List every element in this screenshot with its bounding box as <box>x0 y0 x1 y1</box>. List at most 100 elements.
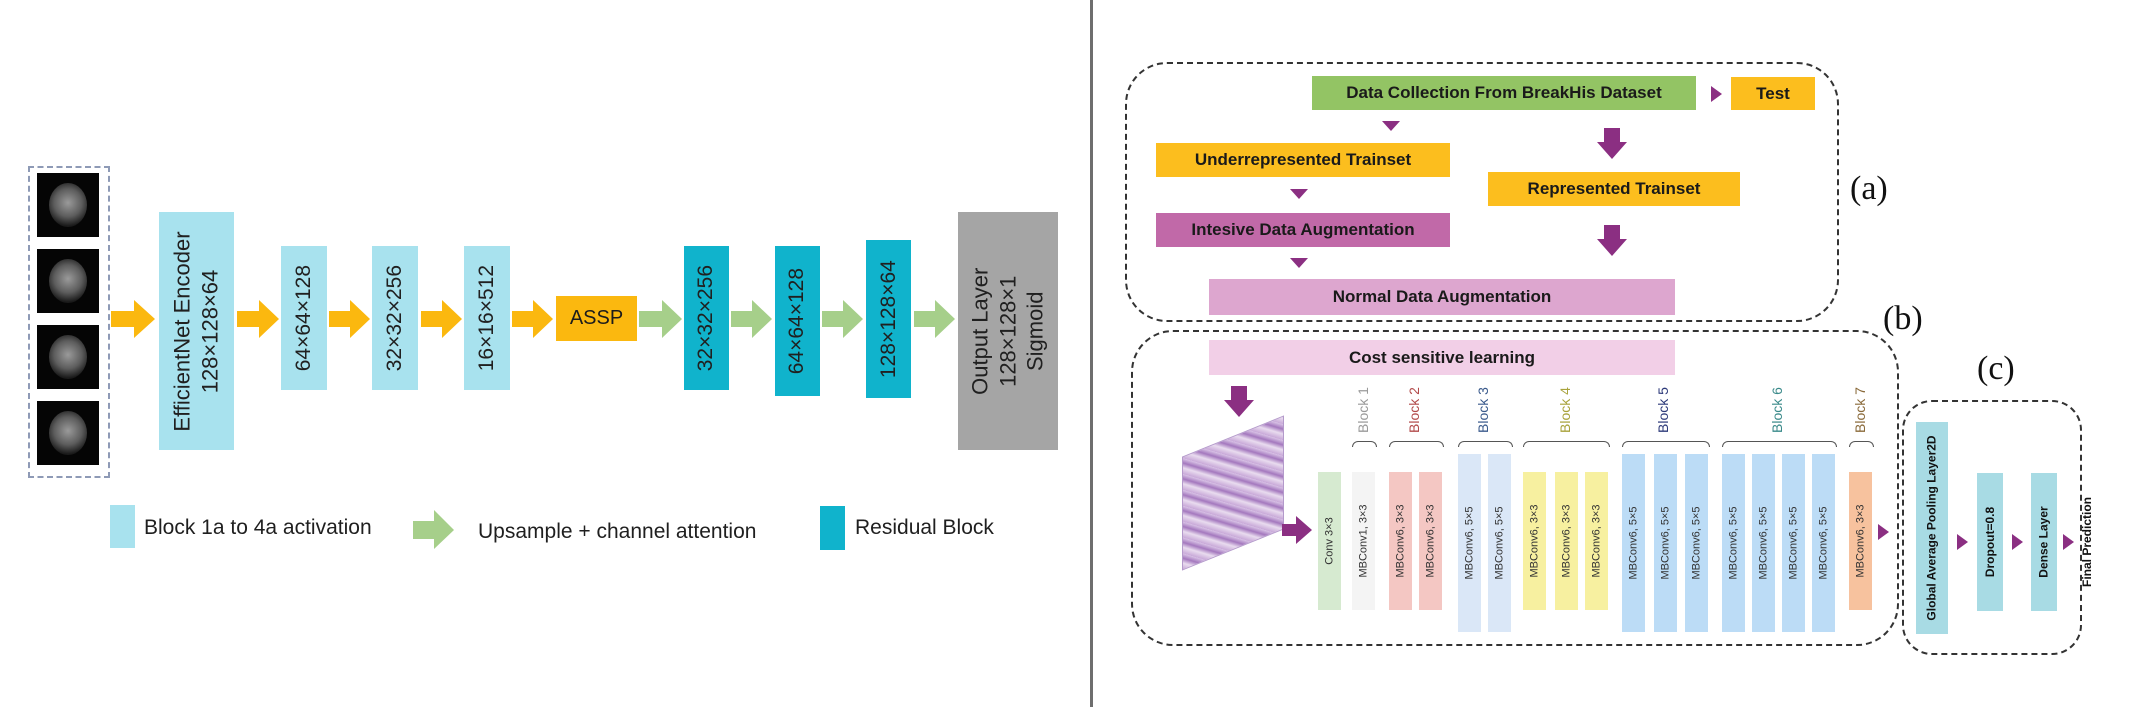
normal-augmentation-box: Normal Data Augmentation <box>1209 279 1675 315</box>
layer-mbconv: MBConv6, 3×3 <box>1523 472 1546 610</box>
block-5-label: Block 5 <box>1655 387 1671 433</box>
block-4-label: Block 4 <box>1557 387 1573 433</box>
block-brace <box>1722 441 1837 447</box>
encoder-label: EfficientNet Encoder 128×128×64 <box>170 230 223 432</box>
layer-label: MBConv6, 3×3 <box>1560 504 1573 578</box>
layer-mbconv: MBConv6, 5×5 <box>1685 454 1708 632</box>
block-3-label: Block 3 <box>1475 387 1491 433</box>
dec-block-3-label: 128×128×64 <box>876 260 900 378</box>
layer-mbconv: MBConv6, 3×3 <box>1389 472 1412 610</box>
layer-label: MBConv6, 5×5 <box>1757 506 1770 580</box>
block-brace <box>1849 441 1874 447</box>
final-prediction-label: Final Prediction <box>2080 496 2095 588</box>
layer-label: MBConv6, 5×5 <box>1493 506 1506 580</box>
assp-block: ASSP <box>556 296 637 341</box>
arrow-down-icon <box>1290 189 1308 199</box>
test-box: Test <box>1731 77 1815 110</box>
enc-block-2-label: 32×32×256 <box>382 264 406 372</box>
mri-slice-4 <box>37 401 99 465</box>
mri-slice-2 <box>37 249 99 313</box>
arrow-right-icon <box>421 300 462 338</box>
layer-mbconv: MBConv6, 5×5 <box>1488 454 1511 632</box>
layer-label: MBConv6, 5×5 <box>1727 506 1740 580</box>
layer-label: MBConv6, 5×5 <box>1659 506 1672 580</box>
represented-label: Represented Trainset <box>1527 179 1701 198</box>
encoder-block: EfficientNet Encoder 128×128×64 <box>159 212 234 450</box>
arrow-right-icon <box>111 300 155 338</box>
arrow-right-icon <box>731 300 772 338</box>
intensive-augmentation-label: Intesive Data Augmentation <box>1191 220 1415 239</box>
block-2-label: Block 2 <box>1406 387 1422 433</box>
dec-block-1: 32×32×256 <box>684 246 729 390</box>
legend-arrow-icon <box>413 510 454 549</box>
layer-label: MBConv6, 3×3 <box>1528 504 1541 578</box>
layer-mbconv: MBConv6, 5×5 <box>1654 454 1677 632</box>
legend-label-residual: Residual Block <box>855 516 994 539</box>
arrow-right-icon <box>1878 524 1889 540</box>
layer-label: MBConv6, 5×5 <box>1627 506 1640 580</box>
block-7-label: Block 7 <box>1852 387 1868 433</box>
layer-label: MBConv1, 3×3 <box>1357 504 1370 578</box>
dense-layer-label: Dense Layer <box>2037 506 2051 578</box>
layer-label: MBConv6, 3×3 <box>1424 504 1437 578</box>
arrow-right-icon <box>237 300 279 338</box>
layer-mbconv: MBConv6, 3×3 <box>1585 472 1608 610</box>
layer-label: MBConv6, 3×3 <box>1590 504 1603 578</box>
block-brace <box>1523 441 1610 447</box>
arrow-right-icon <box>822 300 863 338</box>
legend-label-upsample: Upsample + channel attention <box>478 520 757 543</box>
data-collection-box: Data Collection From BreakHis Dataset <box>1312 76 1696 110</box>
layer-mbconv: MBConv6, 5×5 <box>1782 454 1805 632</box>
dropout-label: Dropout=0.8 <box>1983 506 1997 578</box>
layer-label: MBConv6, 5×5 <box>1463 506 1476 580</box>
represented-box: Represented Trainset <box>1488 172 1740 206</box>
panel-b-label: (b) <box>1883 300 1923 337</box>
enc-block-3: 16×16×512 <box>464 246 510 390</box>
dense-layer-box: Dense Layer <box>2031 473 2057 611</box>
arrow-down-icon <box>1290 258 1308 268</box>
data-collection-label: Data Collection From BreakHis Dataset <box>1346 83 1662 102</box>
layer-mbconv1: MBConv1, 3×3 <box>1352 472 1375 610</box>
layer-conv-label: Conv 3×3 <box>1323 517 1336 565</box>
block-brace <box>1622 441 1710 447</box>
mri-image-strip <box>28 166 110 478</box>
layer-mbconv: MBConv6, 5×5 <box>1812 454 1835 632</box>
enc-block-1: 64×64×128 <box>281 246 327 390</box>
block-brace <box>1352 441 1377 447</box>
layer-mbconv: MBConv6, 5×5 <box>1458 454 1481 632</box>
gap-layer-box: Global Average Pooling Layer2D <box>1916 422 1948 634</box>
legend-swatch-activation <box>110 505 135 548</box>
arrow-right-icon <box>2012 534 2023 550</box>
cost-sensitive-box: Cost sensitive learning <box>1209 340 1675 375</box>
block-brace <box>1389 441 1444 447</box>
layer-mbconv: MBConv6, 3×3 <box>1555 472 1578 610</box>
output-layer-block: Output Layer 128×128×1 Sigmoid <box>958 212 1058 450</box>
layer-mbconv: MBConv6, 5×5 <box>1752 454 1775 632</box>
mri-slice-1 <box>37 173 99 237</box>
arrow-right-icon <box>1711 86 1722 102</box>
arrow-down-icon <box>1597 128 1627 159</box>
mri-slice-3 <box>37 325 99 389</box>
arrow-right-icon <box>512 300 553 338</box>
dec-block-3: 128×128×64 <box>866 240 911 398</box>
underrepresented-label: Underrepresented Trainset <box>1194 150 1412 169</box>
dec-block-2: 64×64×128 <box>775 246 820 396</box>
arrow-right-icon <box>1282 516 1312 544</box>
layer-label: MBConv6, 3×3 <box>1394 504 1407 578</box>
arrow-right-icon <box>2063 534 2074 550</box>
enc-block-1-label: 64×64×128 <box>291 264 315 372</box>
test-label: Test <box>1756 83 1790 103</box>
panel-c-frame <box>1902 400 2082 655</box>
output-layer-label: Output Layer 128×128×1 Sigmoid <box>967 267 1048 395</box>
layer-mbconv: MBConv6, 3×3 <box>1419 472 1442 610</box>
legend-swatch-residual <box>820 506 845 550</box>
legend-label-activation: Block 1a to 4a activation <box>144 516 372 539</box>
dec-block-1-label: 32×32×256 <box>694 264 718 372</box>
layer-label: MBConv6, 5×5 <box>1787 506 1800 580</box>
dropout-box: Dropout=0.8 <box>1977 473 2003 611</box>
intensive-augmentation-box: Intesive Data Augmentation <box>1156 213 1450 247</box>
layer-conv: Conv 3×3 <box>1318 472 1341 610</box>
enc-block-3-label: 16×16×512 <box>474 264 498 372</box>
arrow-right-icon <box>1957 534 1968 550</box>
block-6-label: Block 6 <box>1769 387 1785 433</box>
